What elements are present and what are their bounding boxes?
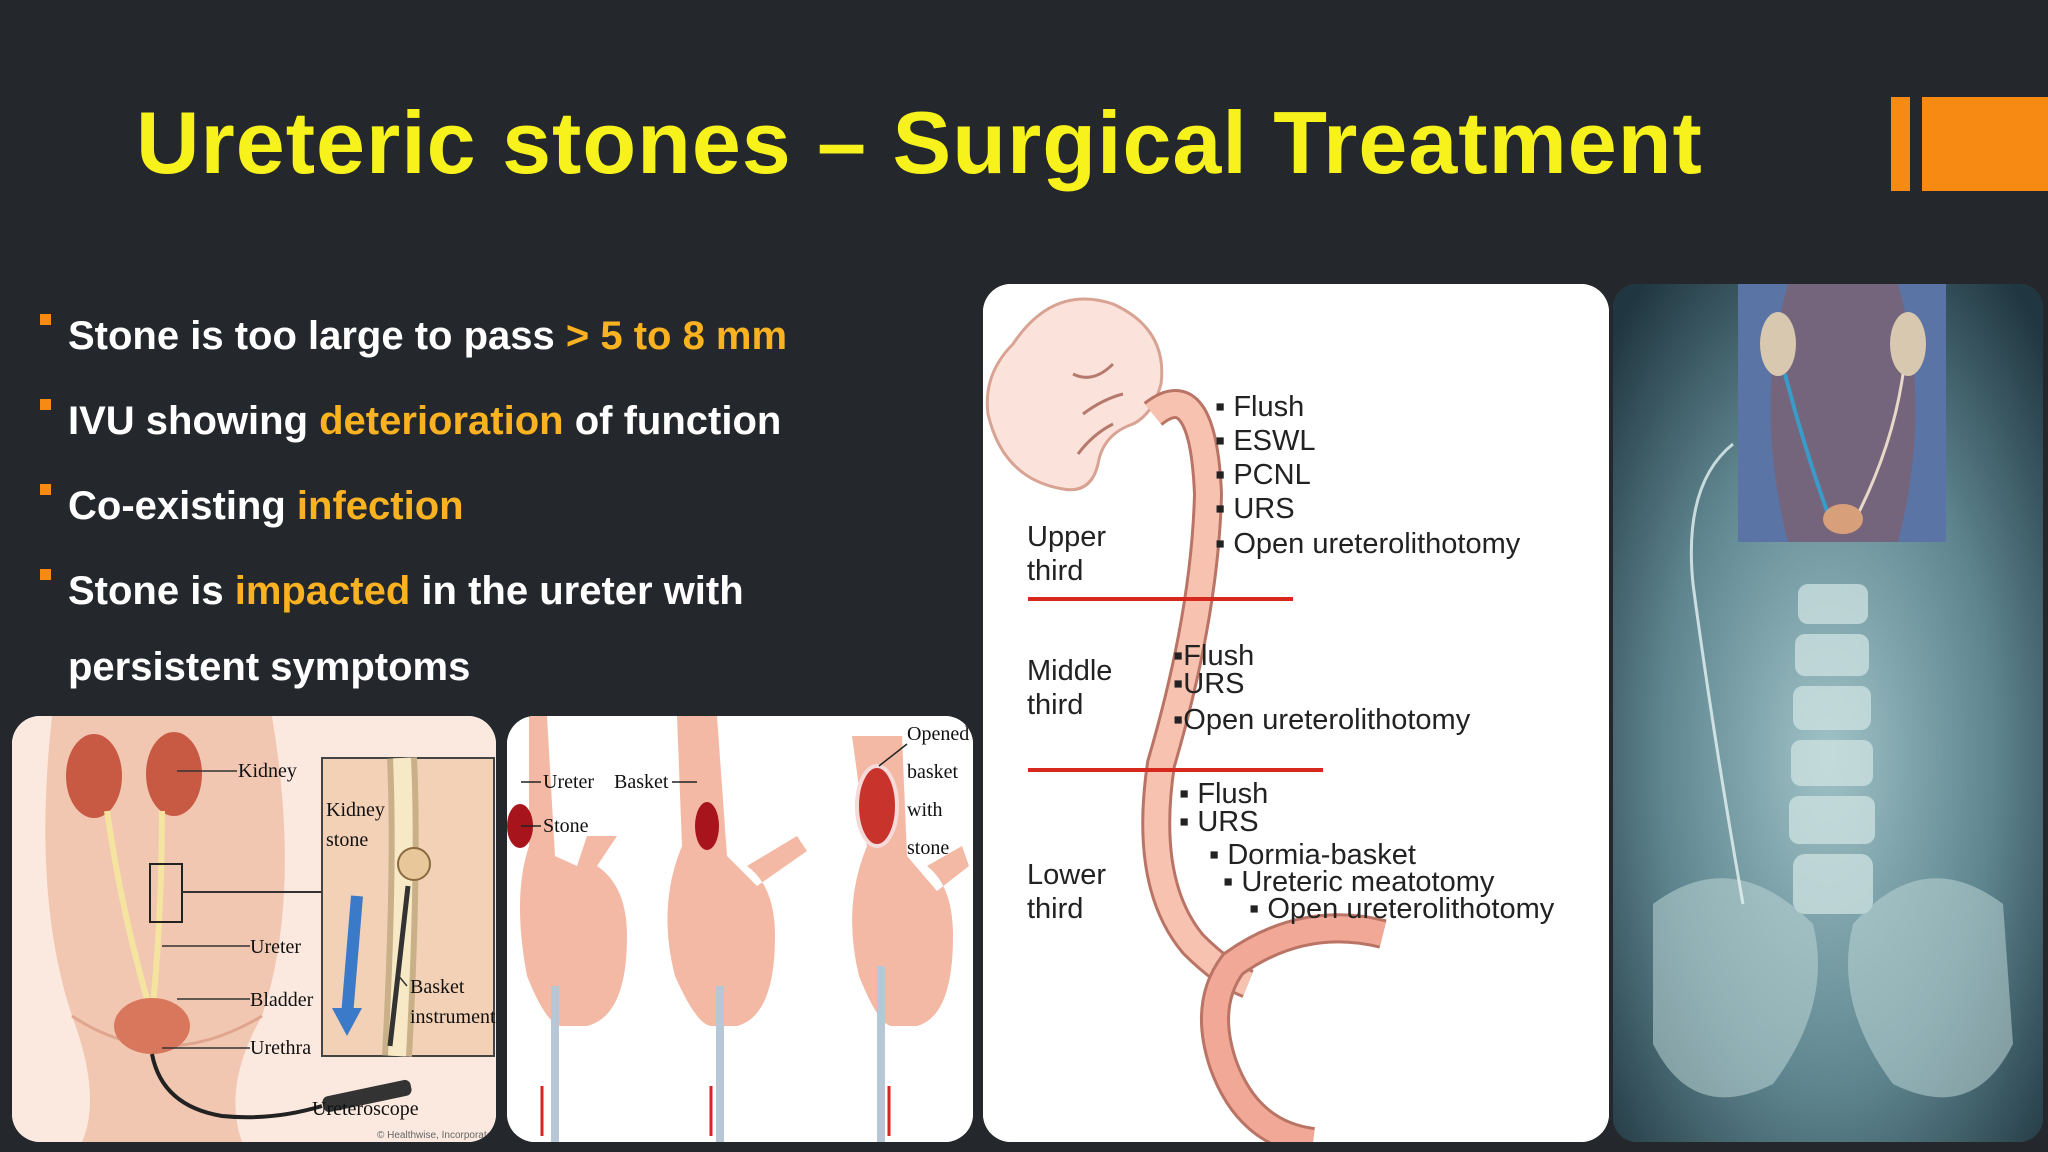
label-upper-third: Upper	[1027, 521, 1106, 553]
treatment-option: PCNL	[1233, 459, 1310, 491]
accent-block	[1922, 97, 2048, 191]
svg-text:▪ URS: ▪ URS	[1179, 806, 1259, 838]
treatment-option: ESWL	[1233, 425, 1315, 457]
label-ureteroscope: Ureteroscope	[312, 1098, 419, 1120]
treatment-option: Open ureterolithotomy	[1183, 704, 1470, 736]
stage-two	[667, 716, 807, 1142]
bullet-item: IVU showing deterioration of function	[38, 383, 978, 468]
lower-treatment-list: ▪ Flush ▪ URS ▪ Dormia-basket ▪ Ureteric…	[1179, 778, 1555, 925]
ureter-thirds-diagram: Upper third Middle third Lower third ▪ F…	[983, 284, 1609, 1142]
bullet-highlight: deterioration	[319, 399, 564, 443]
bullet-text: IVU showing	[68, 399, 320, 443]
treatment-option: URS	[1197, 806, 1258, 838]
basket-extraction-illustration: Ureter Stone Basket Opened basket with s…	[507, 716, 973, 1142]
svg-text:▪ URS: ▪ URS	[1215, 493, 1295, 525]
kidney-shape	[985, 297, 1164, 492]
xray-image	[1613, 284, 2043, 1142]
stent-line	[1689, 442, 1745, 905]
label-opened-basket: stone	[907, 837, 949, 859]
bullet-text: of function	[563, 399, 782, 443]
bullet-text: in the ureter with	[410, 569, 744, 613]
ureteroscopy-illustration: Kidney Kidney stone Ureter Bladder Baske…	[12, 716, 496, 1142]
label-ureter: Ureter	[250, 936, 301, 958]
svg-text:▪ Flush: ▪ Flush	[1215, 391, 1304, 423]
label-kidney-stone: stone	[326, 829, 368, 851]
label-basket: Basket	[410, 976, 465, 998]
stage-three	[852, 736, 969, 1142]
svg-text:▪Open ureterolithotomy: ▪Open ureterolithotomy	[1173, 704, 1471, 736]
treatment-option: Open ureterolithotomy	[1267, 893, 1554, 925]
treatment-option: Dormia-basket	[1227, 839, 1416, 871]
bullet-text: Stone is too large to pass	[68, 314, 566, 358]
label-basket: instrument	[410, 1006, 496, 1028]
treatment-option: URS	[1183, 668, 1244, 700]
svg-text:▪ PCNL: ▪ PCNL	[1215, 459, 1311, 491]
label-bladder: Bladder	[250, 989, 314, 1011]
svg-text:▪URS: ▪URS	[1173, 668, 1245, 700]
bullet-marker	[40, 314, 51, 325]
bullet-marker	[40, 484, 51, 495]
svg-text:▪ ESWL: ▪ ESWL	[1215, 425, 1316, 457]
bullet-highlight: impacted	[234, 569, 411, 613]
label-opened-basket: basket	[907, 761, 959, 783]
bullet-text-continued: persistent symptoms	[68, 645, 471, 689]
kidney-right-shape	[146, 732, 202, 816]
slide-title: Ureteric stones – Surgical Treatment	[136, 93, 1703, 192]
bullet-item: Co-existing infection	[38, 468, 978, 553]
bullet-list: Stone is too large to pass > 5 to 8 mm I…	[38, 298, 978, 705]
treatment-option: URS	[1233, 493, 1294, 525]
bullet-item: Stone is impacted in the ureter with per…	[38, 553, 978, 705]
label-upper-third: third	[1027, 555, 1083, 587]
label-stone: Stone	[543, 815, 589, 837]
label-urethra: Urethra	[250, 1037, 311, 1059]
bullet-highlight: > 5 to 8 mm	[565, 314, 788, 358]
bullet-text: Co-existing	[68, 484, 297, 528]
label-lower-third: third	[1027, 893, 1083, 925]
svg-text:▪ Dormia-basket: ▪ Dormia-basket	[1209, 839, 1416, 871]
bullet-marker	[40, 399, 51, 410]
spine-shape	[1789, 584, 1875, 914]
svg-text:▪Flush: ▪Flush	[1173, 640, 1254, 672]
treatment-option: Ureteric meatotomy	[1241, 866, 1495, 898]
bladder-shape	[114, 998, 190, 1054]
treatment-option: Flush	[1233, 391, 1304, 423]
bullet-text: Stone is	[68, 569, 235, 613]
bullet-item: Stone is too large to pass > 5 to 8 mm	[38, 298, 978, 383]
pelvis-shape	[1653, 878, 2013, 1098]
label-basket: Basket	[614, 771, 669, 793]
stage-one	[507, 716, 627, 1142]
treatment-option: Open ureterolithotomy	[1233, 528, 1520, 560]
treatment-option: Flush	[1183, 640, 1254, 672]
upper-treatment-list: ▪ Flush ▪ ESWL ▪ PCNL ▪ URS ▪ Open urete…	[1215, 391, 1521, 560]
middle-treatment-list: ▪Flush ▪URS ▪Open ureterolithotomy	[1173, 640, 1471, 736]
svg-text:▪ Open ureterolithotomy: ▪ Open ureterolithotomy	[1215, 528, 1521, 560]
label-kidney-stone: Kidney	[326, 799, 385, 821]
label-opened-basket: Opened	[907, 723, 969, 745]
bullet-marker	[40, 569, 51, 580]
credit-text: © Healthwise, Incorporated	[377, 1130, 496, 1141]
label-kidney: Kidney	[238, 760, 297, 782]
label-opened-basket: with	[907, 799, 943, 821]
svg-text:▪ Open ureterolithotomy: ▪ Open ureterolithotomy	[1249, 893, 1555, 925]
treatment-option: Flush	[1197, 778, 1268, 810]
accent-bar	[1891, 97, 1910, 191]
label-lower-third: Lower	[1027, 859, 1106, 891]
bullet-highlight: infection	[296, 484, 464, 528]
label-ureter: Ureter	[543, 771, 594, 793]
kidney-left-shape	[66, 734, 122, 818]
svg-text:▪ Ureteric meatotomy: ▪ Ureteric meatotomy	[1223, 866, 1495, 898]
label-middle-third: third	[1027, 689, 1083, 721]
label-middle-third: Middle	[1027, 655, 1112, 687]
svg-text:▪ Flush: ▪ Flush	[1179, 778, 1268, 810]
